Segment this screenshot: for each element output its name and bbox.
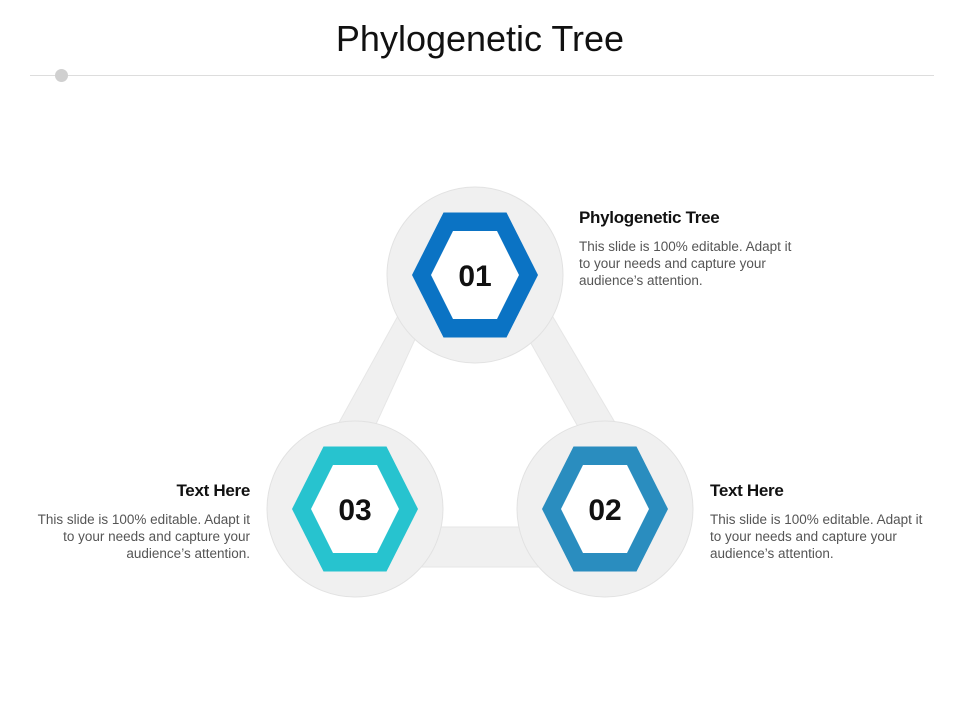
node-03-description: Text Here This slide is 100% editable. A… [28,481,251,562]
node-01-hexagon: 01 [412,212,538,338]
node-03-hexagon: 03 [292,446,418,572]
node-02-body: This slide is 100% editable. Adapt it to… [710,512,923,561]
node-01-heading: Phylogenetic Tree [579,208,720,227]
node-01-description: Phylogenetic Tree This slide is 100% edi… [579,208,801,289]
node-02-number: 02 [588,494,621,527]
node-01-body: This slide is 100% editable. Adapt it to… [579,239,792,288]
node-03-heading: Text Here [176,481,250,500]
node-02-description: Text Here This slide is 100% editable. A… [710,481,932,562]
node-02-hexagon: 02 [542,446,668,572]
title-divider [30,75,934,76]
node-01-number: 01 [458,260,491,293]
node-02-heading: Text Here [710,481,784,500]
node-03-number: 03 [338,494,371,527]
page-title: Phylogenetic Tree [335,18,625,59]
divider-dot [55,69,68,82]
node-03-body: This slide is 100% editable. Adapt it to… [37,512,250,561]
